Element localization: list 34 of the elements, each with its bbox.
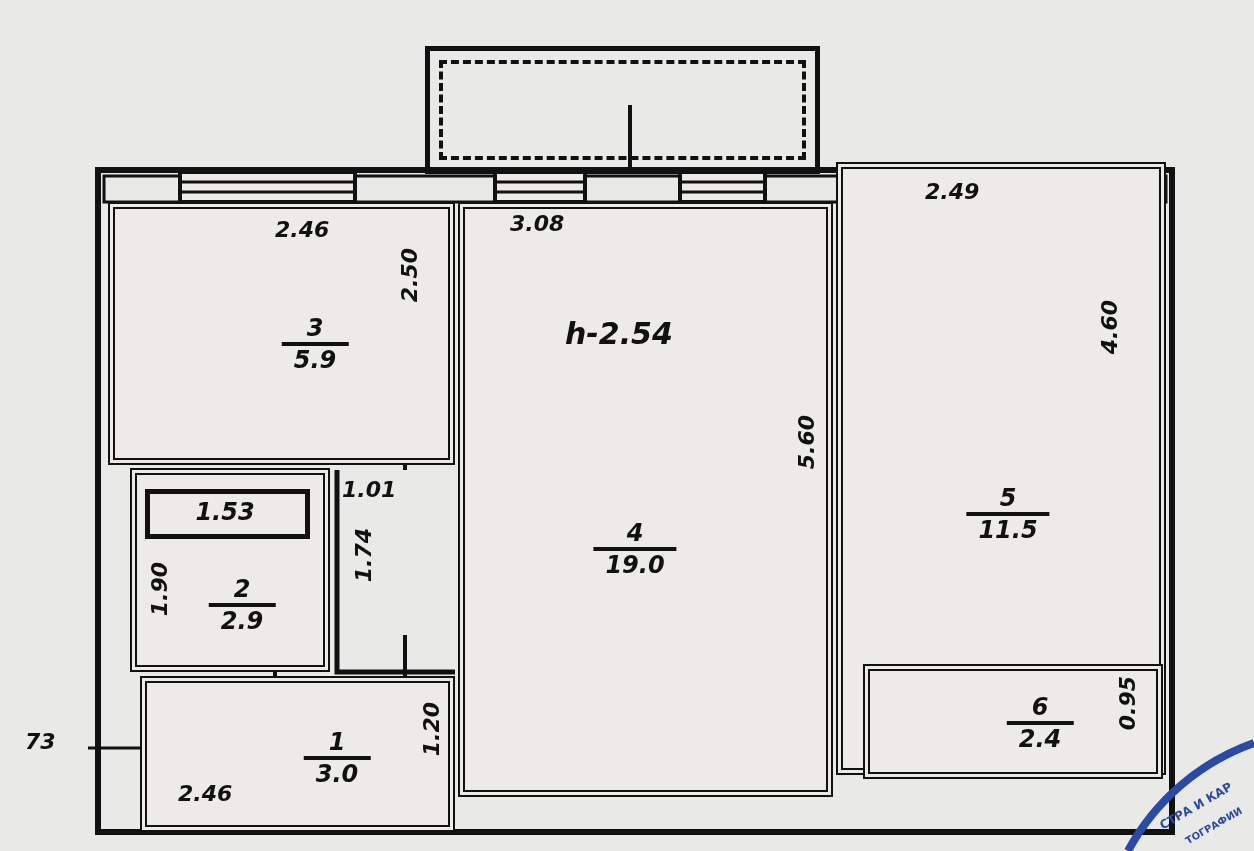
dimension-text: 5.60: [795, 415, 819, 470]
room-area: 3.0: [303, 756, 371, 788]
room-area: 11.5: [966, 512, 1050, 544]
dimension-text: 3.08: [510, 212, 565, 236]
room-number: 2: [232, 575, 252, 603]
dimension-text: 73: [25, 730, 56, 754]
room-outline: [130, 468, 330, 672]
room-number: 6: [1030, 693, 1050, 721]
room-number: 3: [305, 314, 325, 342]
dimension-text: 2.50: [398, 248, 422, 303]
dimension-text: 1.74: [352, 528, 376, 583]
room-outline: [458, 202, 833, 797]
room-area: 5.9: [281, 342, 349, 374]
room-outline: [108, 202, 455, 465]
room-area: 2.4: [1006, 721, 1074, 753]
dimension-text: 1.90: [148, 562, 172, 617]
balcony-outline: [425, 46, 820, 174]
dimension-text: 1.20: [420, 702, 444, 757]
bathtub-outline: [145, 489, 310, 539]
dimension-text: 2.49: [925, 180, 980, 204]
room-number: 5: [998, 484, 1018, 512]
room-number: 4: [625, 519, 645, 547]
dimension-text: 2.46: [178, 782, 233, 806]
dimension-text: 1.53: [194, 498, 256, 526]
room-area: 19.0: [593, 547, 677, 579]
room-outline: [863, 664, 1163, 779]
dimension-text: 0.95: [1116, 676, 1140, 731]
dimension-text: 2.46: [275, 218, 330, 242]
room-number: 1: [327, 728, 347, 756]
room-area: 2.9: [208, 603, 276, 635]
dimension-text: 4.60: [1098, 300, 1122, 355]
ceiling-height: h-2.54: [565, 322, 673, 346]
dimension-text: 1.01: [342, 478, 397, 502]
room-outline: [140, 676, 455, 832]
